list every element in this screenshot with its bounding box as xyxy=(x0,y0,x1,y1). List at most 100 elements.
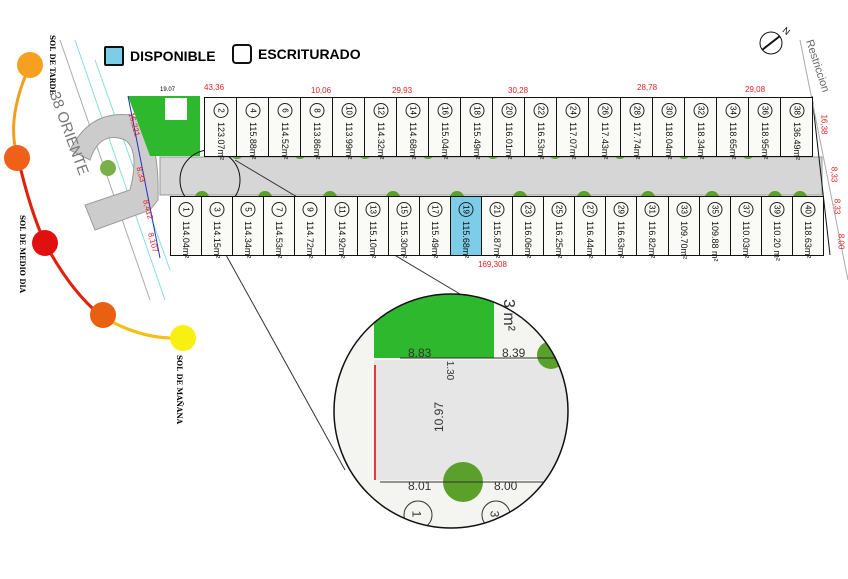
lot-number: 33 xyxy=(676,202,692,217)
lot-10[interactable]: 10 113.99m² xyxy=(332,97,365,160)
lot-area: 115.10m² xyxy=(367,221,378,259)
lot-28[interactable]: 28 117.74m² xyxy=(620,97,653,160)
lot-area: 114.34m² xyxy=(243,221,254,259)
afternoon-sun-icon xyxy=(17,52,43,78)
lot-number: 15 xyxy=(396,202,412,217)
lot-area: 117.74m² xyxy=(631,122,642,160)
lot-number: 2 xyxy=(213,103,228,118)
late-sun-icon xyxy=(4,145,30,171)
lot-area: 109.88 m² xyxy=(709,221,720,262)
lot-number: 4 xyxy=(245,103,260,118)
lot-6[interactable]: 6 114.52m² xyxy=(268,97,301,160)
inset-lot-number: 3 xyxy=(487,510,502,518)
legend-deeded-label: ESCRITURADO xyxy=(258,46,361,62)
inset-dimension: 8.39 xyxy=(502,346,526,360)
lot-area: 115.68m² xyxy=(460,221,471,259)
roundabout xyxy=(69,113,159,231)
inset-dimension: 10.97 xyxy=(432,401,447,433)
lot-number: 16 xyxy=(437,103,452,118)
lot-number: 11 xyxy=(334,202,350,217)
lot-area: 114.15m² xyxy=(212,221,223,259)
lot-37[interactable]: 37 110.03m² xyxy=(729,196,762,259)
noon-sun-icon xyxy=(32,230,58,256)
lot-number: 30 xyxy=(661,103,676,118)
lot-area: 117.43m² xyxy=(599,122,610,160)
lot-number: 34 xyxy=(725,103,740,118)
lot-area: 110.03m² xyxy=(740,221,751,259)
lot-number: 40 xyxy=(800,202,816,217)
legend-available: DISPONIBLE xyxy=(104,46,216,66)
lot-area: 115.87m² xyxy=(491,221,502,259)
lot-area: 114.52m² xyxy=(279,122,290,160)
lot-number: 20 xyxy=(501,103,516,118)
lot-15[interactable]: 15 115.30m² xyxy=(387,196,420,259)
inset-dimension: 8.83 xyxy=(408,346,432,360)
dimension-label: 8,33 xyxy=(829,166,839,183)
lot-area: 118.63m² xyxy=(802,221,813,259)
morning-sun-icon xyxy=(170,325,196,351)
lot-number: 28 xyxy=(629,103,644,118)
lot-area: 116.44m² xyxy=(585,221,596,259)
lot-number: 9 xyxy=(302,202,318,217)
inset-dimension: 1.30 xyxy=(444,360,456,381)
lot-area: 116.06m² xyxy=(523,221,534,259)
lot-number: 39 xyxy=(769,202,785,217)
sun-morning-label: SOL DE MAÑANA xyxy=(175,355,184,425)
lot-40[interactable]: 40 118.63m² xyxy=(791,196,824,259)
lot-area: 113.99m² xyxy=(343,122,354,160)
lot-number: 12 xyxy=(373,103,388,118)
compass-icon xyxy=(759,31,783,55)
deeded-swatch xyxy=(232,44,252,64)
lot-number: 10 xyxy=(341,103,356,118)
lot-34[interactable]: 34 118.65m² xyxy=(716,97,749,160)
internal-road xyxy=(159,156,823,196)
lot-area: 118.65m² xyxy=(727,122,738,160)
dimension-label: 29,08 xyxy=(745,85,766,94)
legend-deeded: ESCRITURADO xyxy=(232,44,361,64)
lot-3[interactable]: 3 114.15m² xyxy=(201,196,234,259)
lot-number: 24 xyxy=(565,103,580,118)
lot-number: 31 xyxy=(644,202,660,217)
park-width-label: 19.07 xyxy=(160,87,176,93)
lot-number: 3 xyxy=(209,202,225,217)
dimension-label: 8,33 xyxy=(832,198,842,215)
tree-icon xyxy=(100,160,116,176)
lot-number: 6 xyxy=(277,103,292,118)
lot-number: 37 xyxy=(738,202,754,217)
lot-area: 115.30m² xyxy=(398,221,409,259)
dimension-label: 30,28 xyxy=(508,86,529,95)
